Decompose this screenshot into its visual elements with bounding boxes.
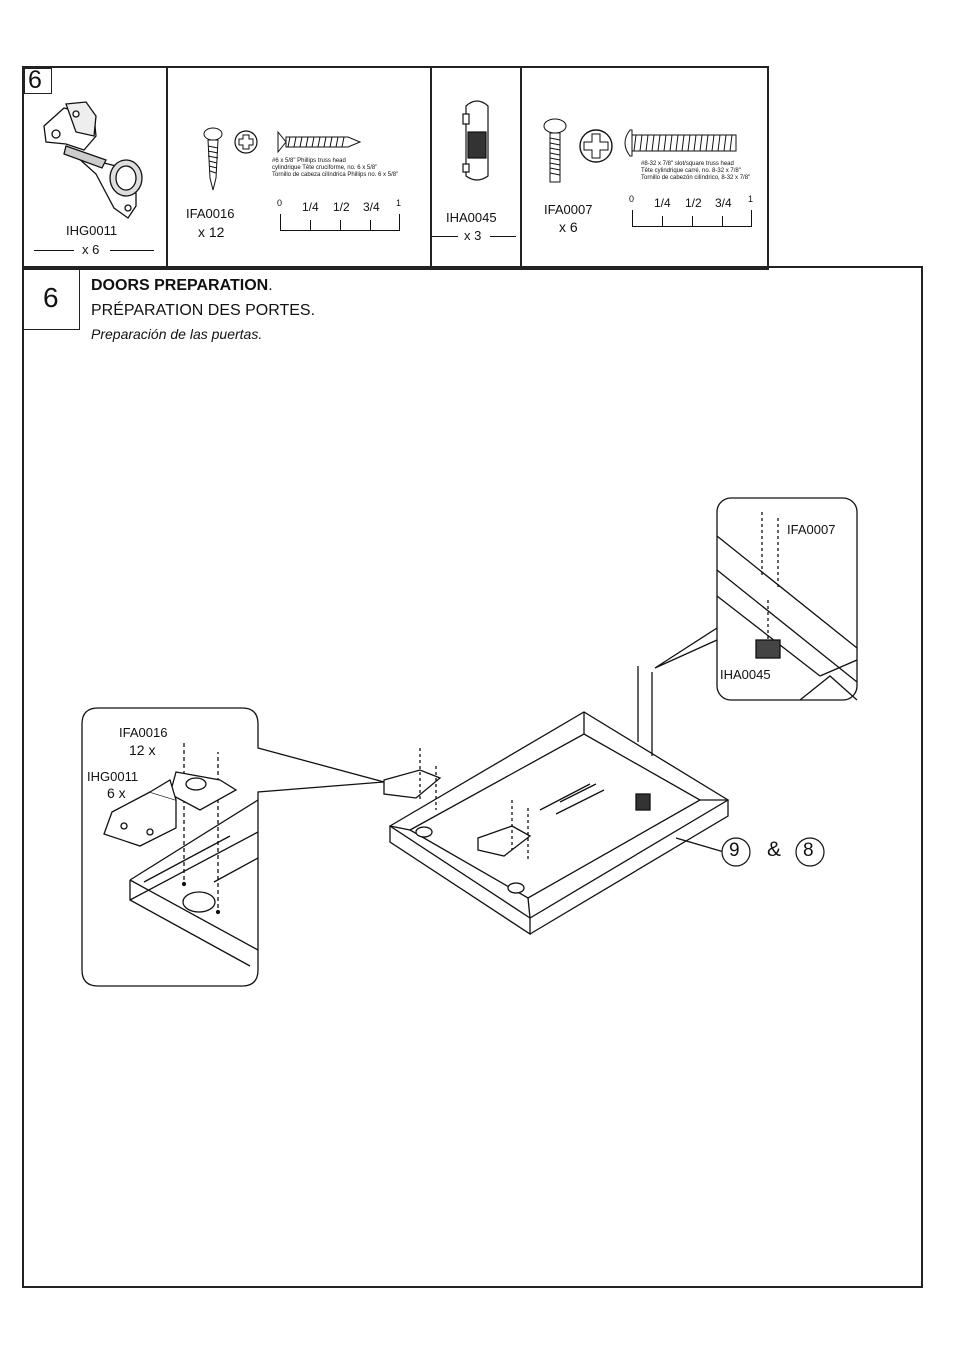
bolt-icon bbox=[543, 118, 567, 183]
part-desc: #8-32 x 7/8" slot/square truss head bbox=[641, 161, 734, 167]
ruler-label: 1/4 bbox=[654, 196, 671, 210]
callout-bolt-code: IFA0007 bbox=[787, 522, 836, 537]
instruction-title-en: DOORS PREPARATION. bbox=[91, 277, 273, 295]
ruler-label: 3/4 bbox=[715, 196, 732, 210]
part-code: IFA0007 bbox=[544, 202, 593, 217]
part-code: IHG0011 bbox=[66, 223, 118, 238]
panel-ref-b: 8 bbox=[803, 840, 814, 861]
bolt-side-icon bbox=[624, 129, 737, 157]
part-qty: x 12 bbox=[198, 224, 225, 240]
instruction-title-es: Preparación de las puertas. bbox=[91, 326, 263, 342]
callout-part-code: IHA0045 bbox=[720, 667, 771, 682]
ruler-label: 1/2 bbox=[685, 196, 702, 210]
part-desc: Tornillo de cabeza cilíndrica Phillips n… bbox=[272, 172, 399, 178]
ruler-label: 1 bbox=[748, 194, 754, 204]
qty-rule bbox=[34, 250, 74, 251]
step-badge bbox=[24, 268, 80, 330]
ruler-label: 1/2 bbox=[333, 200, 350, 214]
parts-divider bbox=[166, 66, 168, 268]
parts-table bbox=[22, 66, 769, 270]
title-en-period: . bbox=[268, 277, 273, 294]
ruler: 0 1/4 1/2 3/4 1 bbox=[628, 192, 754, 232]
part-qty: x 6 bbox=[82, 242, 100, 257]
callout-hinge-code: IHG0011 bbox=[87, 769, 139, 784]
ruler: 0 1/4 1/2 3/4 1 bbox=[276, 196, 402, 236]
ruler-label: 0 bbox=[277, 198, 283, 208]
ruler-label: 1/4 bbox=[302, 200, 319, 214]
part-code: IFA0016 bbox=[186, 206, 235, 221]
callout-hinge-qty: 6 x bbox=[107, 785, 126, 801]
ruler-label: 0 bbox=[629, 194, 635, 204]
part-desc: Tête cylindrique carré, no. 8-32 x 7/8" bbox=[641, 168, 741, 174]
hinge-illustration bbox=[43, 101, 143, 219]
part-desc: #6 x 5/8" Phillips truss head bbox=[272, 158, 346, 164]
qty-rule bbox=[110, 250, 154, 251]
phillips-head-icon bbox=[579, 129, 613, 163]
parts-divider bbox=[430, 66, 432, 268]
part-qty: x 3 bbox=[464, 228, 482, 243]
instruction-panel bbox=[22, 266, 923, 1288]
panel-ref-a: 9 bbox=[729, 840, 740, 861]
ruler-label: 3/4 bbox=[363, 200, 380, 214]
phillips-head-icon bbox=[234, 130, 258, 154]
screw-side-icon bbox=[277, 130, 362, 154]
part-code: IHA0045 bbox=[446, 210, 497, 225]
step-number: 6 bbox=[28, 66, 42, 94]
step-badge bbox=[24, 68, 52, 94]
panel-ref-amp: & bbox=[767, 838, 782, 861]
callout-screw-code: IFA0016 bbox=[119, 725, 168, 740]
qty-rule bbox=[490, 236, 516, 237]
part-qty: x 6 bbox=[559, 219, 578, 235]
part-desc: Tornillo de cabezón cilíndrico, 8-32 x 7… bbox=[641, 175, 751, 181]
qty-rule bbox=[432, 236, 458, 237]
step-number: 6 bbox=[43, 282, 59, 313]
callout-screw-qty: 12 x bbox=[129, 742, 156, 758]
part-desc: cylindrique Tête cruciforme, no. 6 x 5/8… bbox=[272, 165, 378, 171]
instruction-title-fr: PRÉPARATION DES PORTES. bbox=[91, 302, 316, 319]
screw-icon bbox=[203, 127, 223, 191]
connector-icon bbox=[462, 100, 489, 181]
parts-divider bbox=[520, 66, 522, 268]
ruler-label: 1 bbox=[396, 198, 402, 208]
title-en-text: DOORS PREPARATION bbox=[91, 277, 269, 294]
